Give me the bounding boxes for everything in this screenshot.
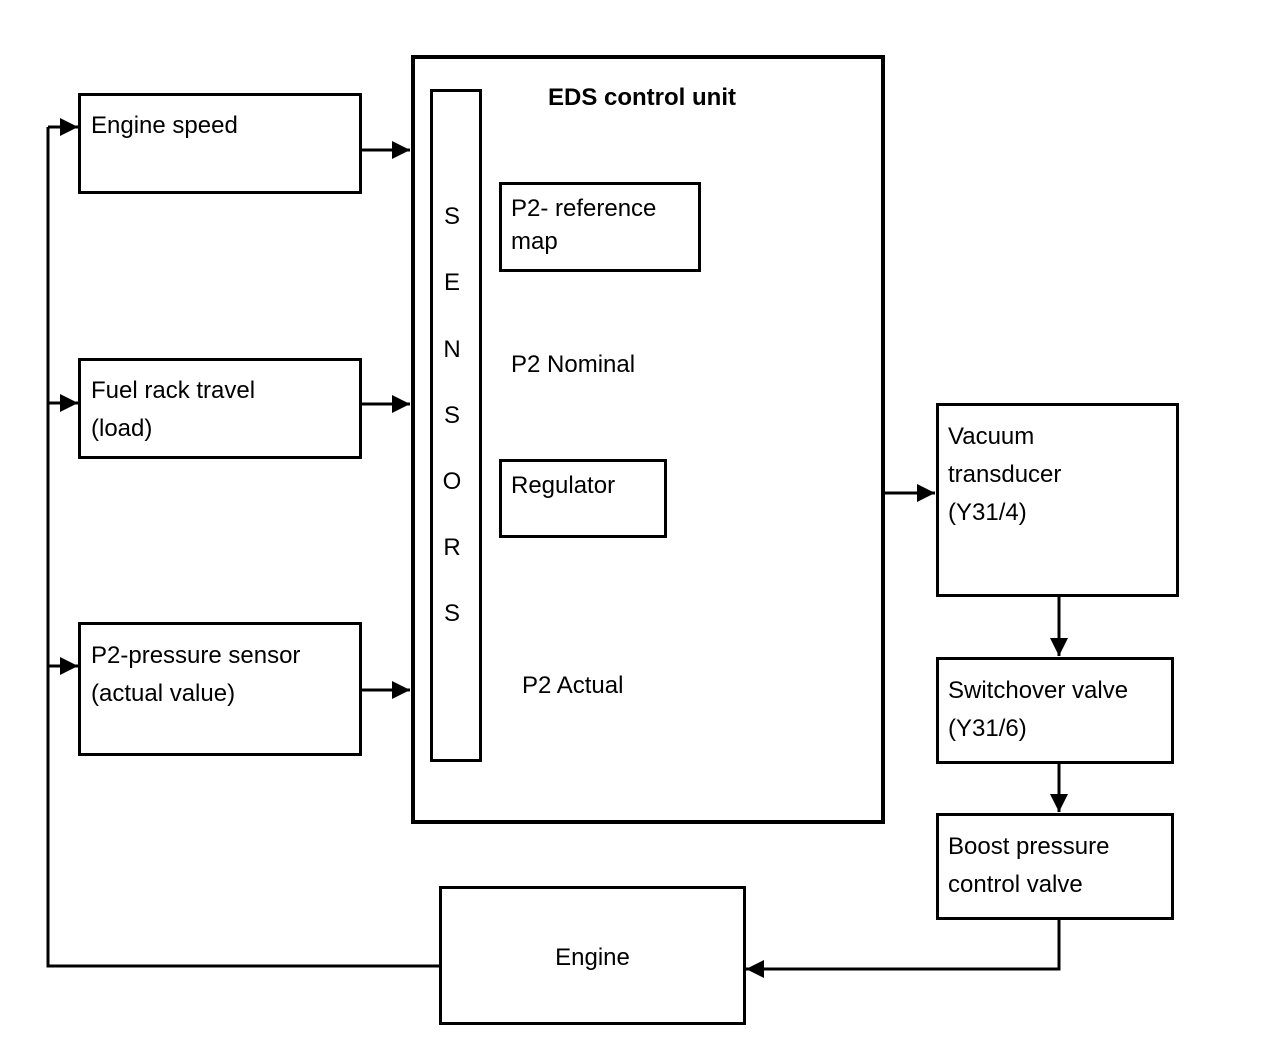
fuel-rack-text-1: Fuel rack travel (91, 377, 256, 404)
p2-pressure-sensor-label: P2-pressure sensor (actual value) (91, 637, 300, 713)
engine-box (439, 886, 746, 1025)
vacuum-text-1: Vacuum (948, 423, 1035, 450)
boost-pressure-control-valve-label: Boost pressure control valve (948, 828, 1109, 904)
sensors-letter-3: N (443, 336, 461, 363)
switchover-valve-label: Switchover valve (Y31/6) (948, 672, 1128, 748)
sensors-letter-1: S (443, 203, 460, 230)
regulator-box (499, 459, 667, 538)
p2-sensor-text-2: (actual value) (91, 680, 236, 707)
reference-map-text-2: map (511, 228, 558, 255)
boost-text-1: Boost pressure (948, 833, 1110, 860)
sensors-letter-7: S (443, 600, 460, 627)
engine-label: Engine (555, 944, 630, 971)
sensors-letter-2: E (443, 269, 460, 296)
switchover-text-1: Switchover valve (948, 677, 1129, 704)
vacuum-transducer-label: Vacuum transducer (Y31/4) (948, 418, 1061, 532)
vacuum-text-2: transducer (948, 461, 1062, 488)
engine-speed-text: Engine speed (91, 112, 238, 139)
p2-nominal-label: P2 Nominal (511, 351, 636, 378)
reference-map-box (499, 182, 701, 272)
fuel-rack-text-2: (load) (91, 415, 153, 442)
boost-text-2: control valve (948, 871, 1083, 898)
regulator-label: Regulator (511, 472, 616, 499)
p2-sensor-text-1: P2-pressure sensor (91, 642, 301, 669)
sensors-column (430, 89, 482, 762)
p2-actual-label: P2 Actual (522, 672, 624, 699)
fuel-rack-label: Fuel rack travel (load) (91, 372, 255, 448)
eds-control-unit-title: EDS control unit (548, 84, 736, 111)
engine-speed-box (78, 93, 362, 194)
reference-map-label: P2- reference map (511, 192, 656, 258)
reference-map-text-1: P2- reference (511, 195, 657, 222)
sensors-letter-4: S (443, 402, 460, 429)
p2-pressure-sensor-box (78, 622, 362, 756)
sensors-letter-5: O (442, 468, 462, 495)
eds-control-unit (411, 55, 885, 824)
engine-speed-label: Engine speed (91, 107, 238, 145)
switchover-valve-box (936, 657, 1174, 764)
sensors-letter-6: R (443, 534, 461, 561)
vacuum-transducer-box (936, 403, 1179, 597)
fuel-rack-box (78, 358, 362, 459)
arrow-boost-to-engine (746, 920, 1061, 978)
switchover-text-2: (Y31/6) (948, 715, 1027, 742)
feedback-line (46, 127, 440, 968)
vacuum-text-3: (Y31/4) (948, 499, 1027, 526)
boost-pressure-control-valve-box (936, 813, 1174, 920)
